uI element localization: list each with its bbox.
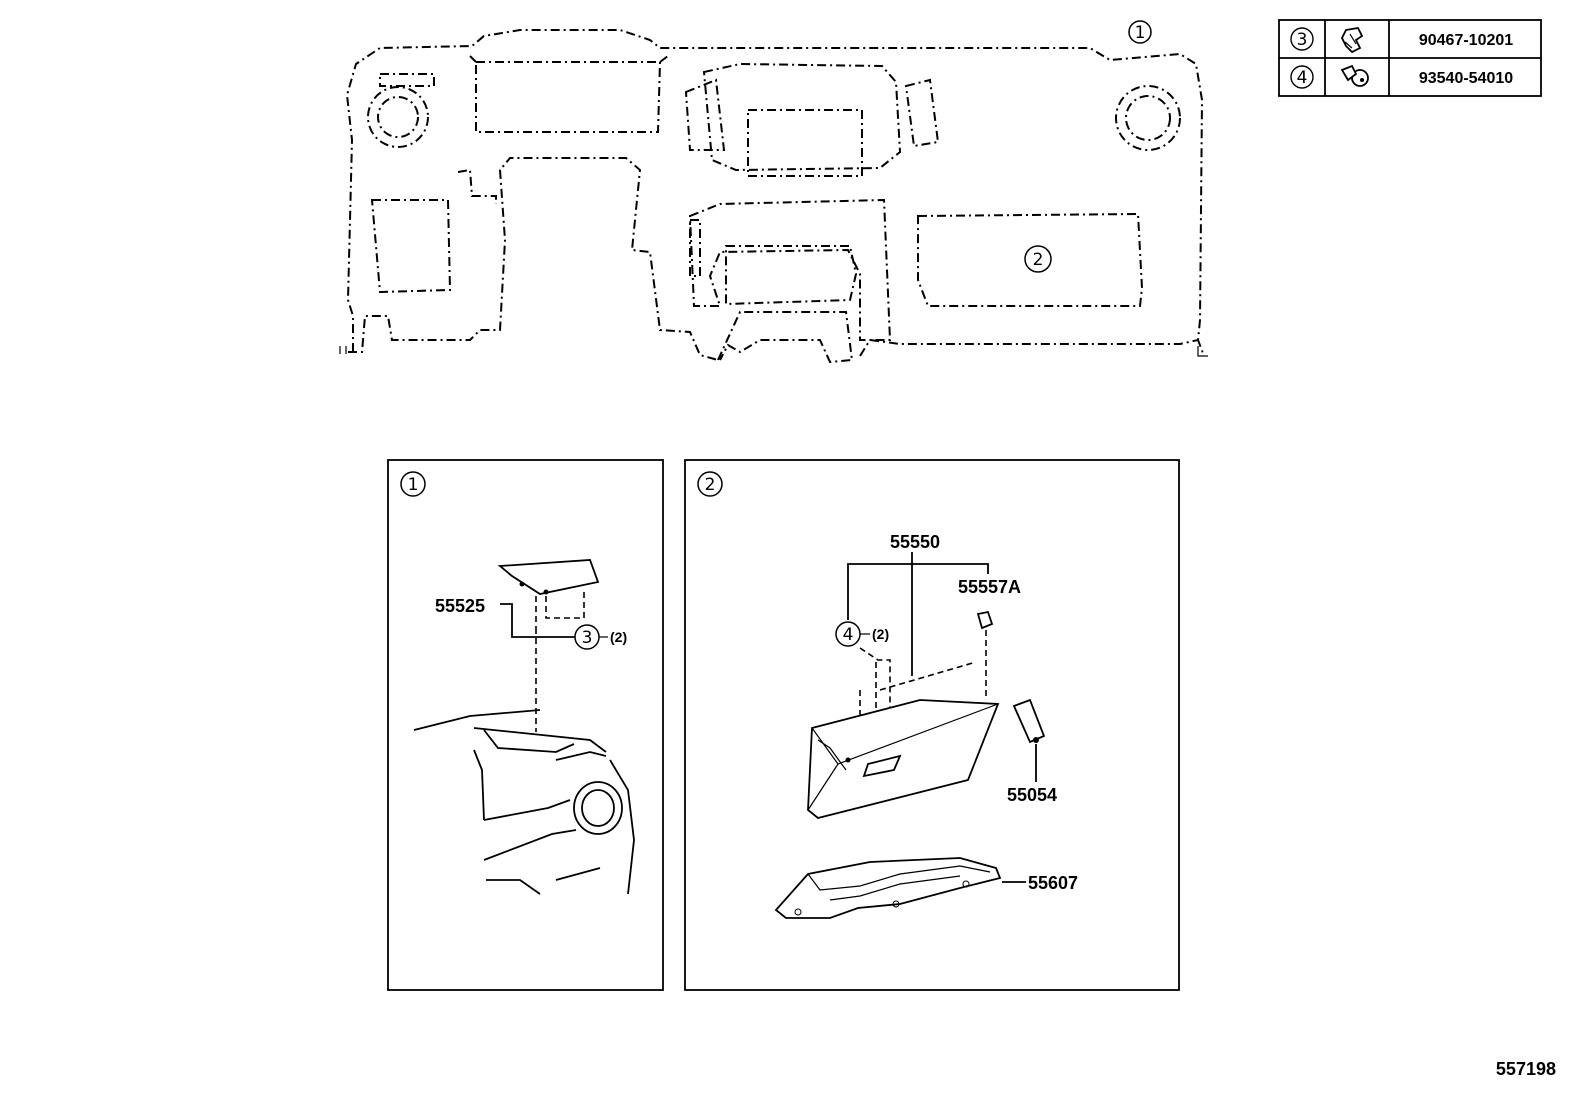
table-row-ref: 3: [1297, 30, 1308, 50]
part-label-55525: 55525: [435, 596, 485, 616]
detail-2-index-circle: [697, 471, 723, 497]
instrument-panel-overview: 1 2: [339, 20, 1208, 364]
table-row-ref: 4: [1297, 68, 1308, 88]
lower-panel-55607: [774, 857, 1002, 919]
part-label-55054: 55054: [1007, 785, 1057, 805]
detail-2-panel: 2 55550 55557A 4 (2): [684, 459, 1180, 991]
glove-box-door-55550: [807, 699, 1000, 819]
detail-1-panel: 1 55525 3 (2): [387, 459, 664, 991]
detail-1-index: 1: [408, 475, 419, 495]
callout-2-label: 2: [1033, 250, 1044, 270]
damper-55054: [1012, 698, 1046, 744]
dashboard-sketch: [413, 709, 635, 895]
stopper-55557A: [976, 610, 994, 630]
fastener-ref: 3: [582, 628, 593, 648]
callout-1-circle: [1128, 20, 1152, 44]
fastener-table: 3 90467-10201 4 93540-54010: [1278, 19, 1542, 97]
diagram-id: 557198: [1496, 1059, 1556, 1079]
table-part-number: 90467-10201: [1419, 32, 1513, 49]
fastener-qty: (2): [610, 629, 627, 645]
part-label-55607: 55607: [1028, 873, 1078, 893]
part-label-55557A: 55557A: [958, 577, 1021, 597]
table-row-ref-circle: [1290, 27, 1314, 51]
cover-55525: [497, 559, 600, 595]
part-label-55550: 55550: [890, 532, 940, 552]
callout-1-label: 1: [1135, 23, 1146, 43]
table-row-ref-circle: [1290, 65, 1314, 89]
fastener-ref: 4: [843, 625, 854, 645]
table-part-number: 93540-54010: [1419, 70, 1513, 87]
clip-icon: [1340, 27, 1364, 54]
detail-1-index-circle: [400, 471, 426, 497]
fastener-qty: (2): [872, 626, 889, 642]
screw-grommet-icon: [1340, 64, 1369, 87]
callout-2-circle: [1024, 245, 1052, 273]
detail-2-index: 2: [705, 475, 716, 495]
